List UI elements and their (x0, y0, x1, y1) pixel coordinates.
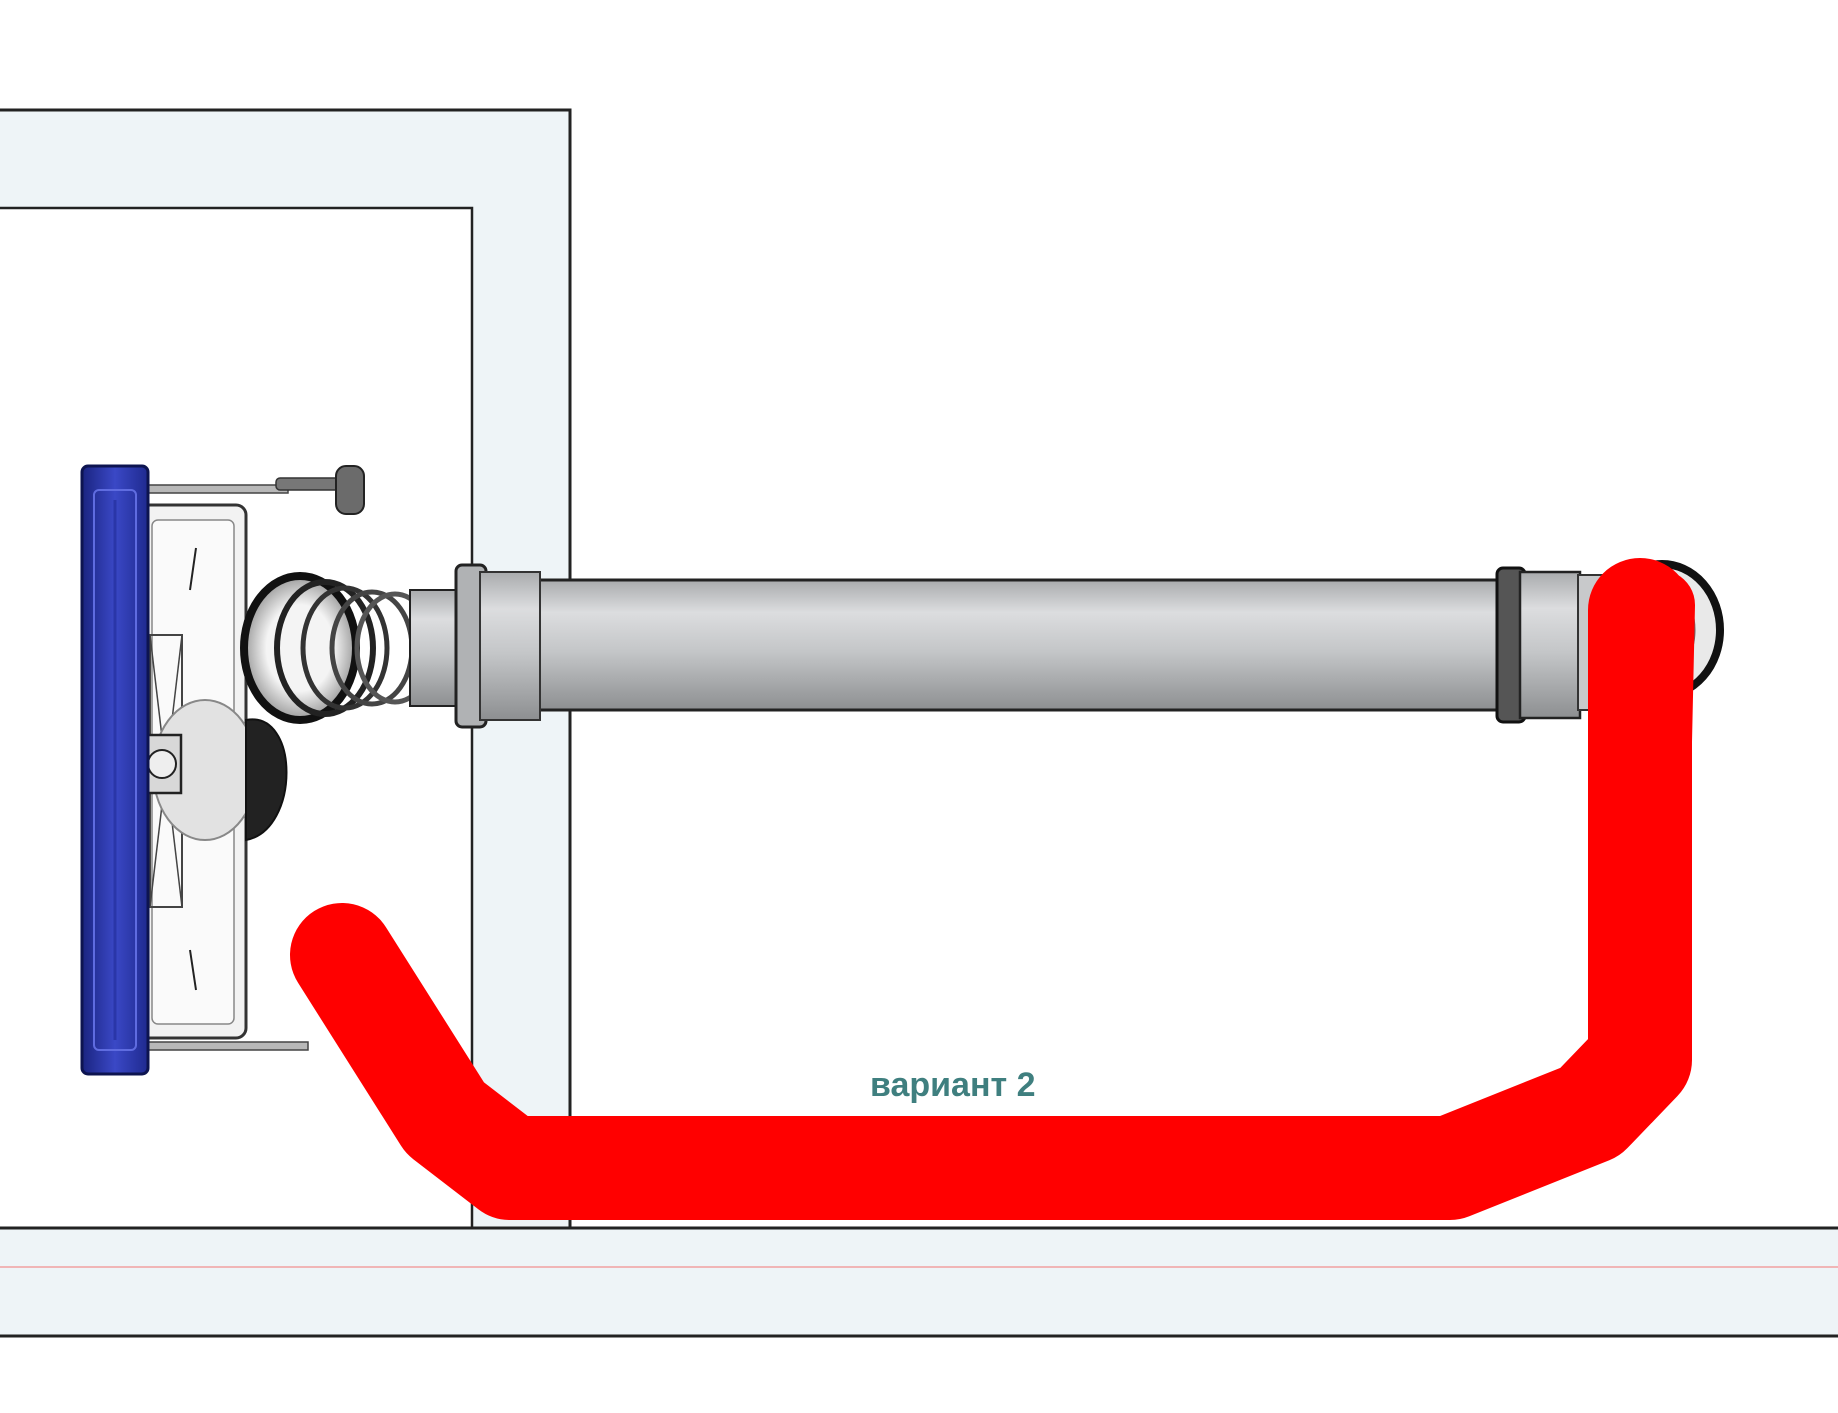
wall-hung-installation-frame-icon (80, 464, 365, 1076)
route-red-return (1605, 566, 1695, 1095)
outlet-socket-icon (240, 572, 461, 724)
wall-outline-inner (0, 206, 474, 1228)
pipe-body (456, 578, 1506, 712)
variant-label: вариант 2 (870, 1066, 1036, 1104)
drain-pipe-icon (454, 563, 1582, 729)
wall-outline-outer (0, 108, 572, 1228)
alternative-route-line-icon (290, 558, 1695, 1220)
lower-wall-strip (0, 1228, 1838, 1336)
